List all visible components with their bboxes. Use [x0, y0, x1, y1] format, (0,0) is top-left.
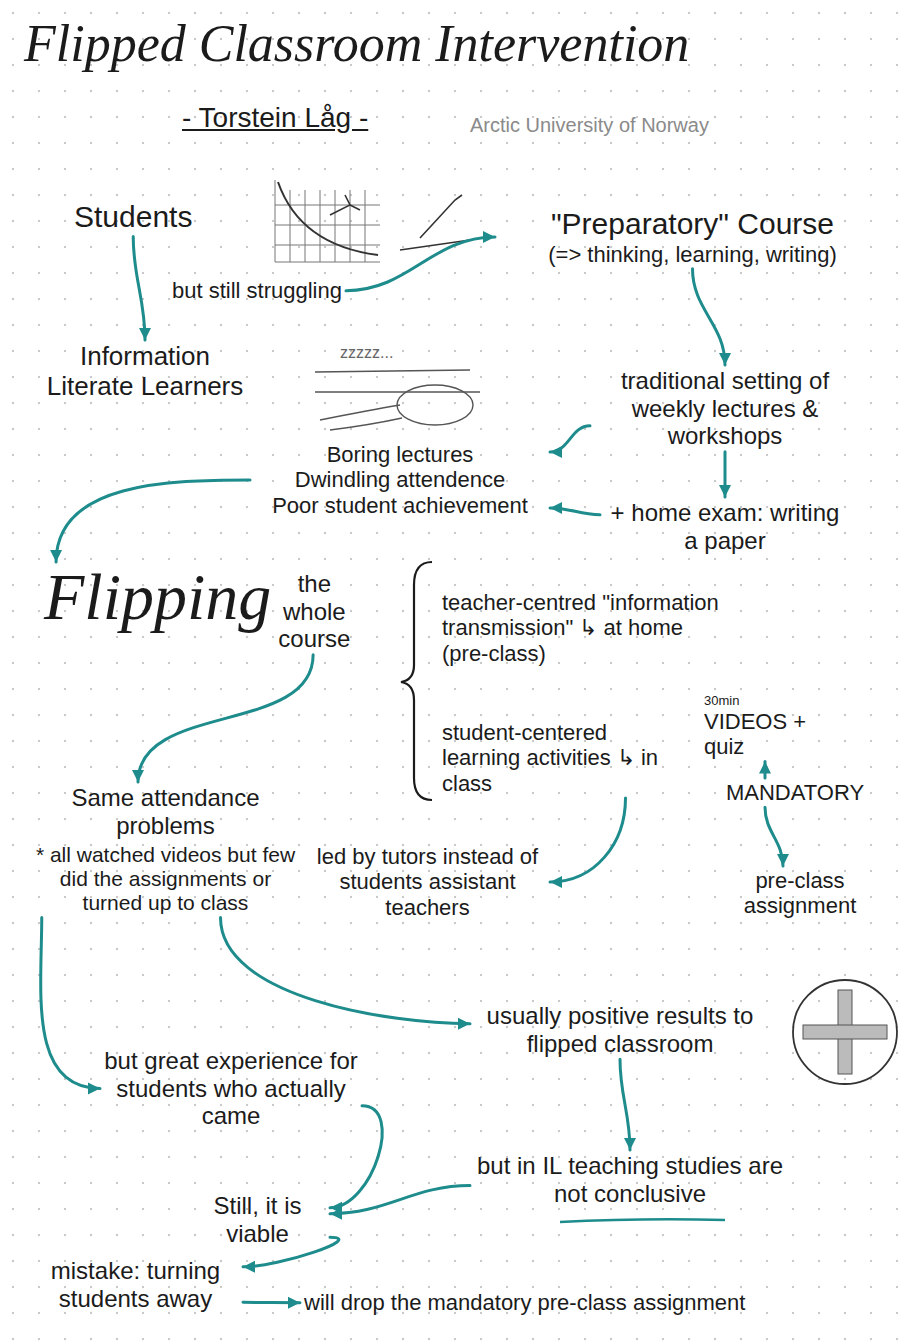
connector-arrow — [346, 231, 495, 291]
node-text: Students — [74, 200, 192, 235]
node-text: pre-class assignment — [719, 868, 881, 919]
text-node: teacher-centred "information transmissio… — [438, 588, 738, 668]
node-text: will drop the mandatory pre-class assign… — [304, 1290, 745, 1315]
note-label: Arctic University of Norway — [470, 114, 709, 137]
connector-arrow — [759, 762, 771, 778]
connector-arrow — [693, 269, 732, 365]
connector-arrow — [620, 1059, 636, 1150]
connector-arrow — [550, 798, 626, 888]
connector-arrow — [330, 1106, 382, 1214]
connector-arrow — [330, 1186, 470, 1220]
connector-arrow — [41, 918, 100, 1095]
connector-arrow — [550, 502, 600, 515]
text-node: but still struggling — [168, 276, 346, 305]
node-text: VIDEOS + quiz — [704, 709, 826, 760]
node-text: + home exam: writing a paper — [604, 499, 846, 554]
connector-arrow — [243, 1297, 300, 1309]
text-node: 30minVIDEOS + quiz — [700, 692, 830, 762]
node-text: traditional setting of weekly lectures &… — [594, 367, 856, 450]
node-text: * all watched videos but few did the ass… — [32, 843, 299, 915]
connector-arrow — [50, 480, 250, 562]
text-node: mistake: turning students away — [28, 1255, 243, 1314]
node-text: Boring lectures — [254, 442, 546, 467]
text-node: usually positive results to flipped clas… — [470, 1000, 770, 1059]
node-text: (=> thinking, learning, writing) — [499, 242, 886, 267]
node-text: 30min — [704, 694, 826, 709]
node-text: but still struggling — [172, 278, 342, 303]
text-node: pre-class assignment — [715, 866, 885, 921]
node-text: Flipping — [44, 564, 271, 630]
connector-arrow — [765, 807, 789, 866]
text-node: led by tutors instead of students assist… — [305, 842, 550, 922]
text-node: Still, it is viable — [185, 1190, 330, 1249]
node-text: mistake: turning students away — [32, 1257, 239, 1312]
text-node: MANDATORY — [720, 778, 870, 807]
connector-arrow — [550, 426, 590, 458]
plus-sketch — [793, 980, 897, 1084]
text-node: but great experience for students who ac… — [100, 1045, 362, 1132]
text-node: + home exam: writing a paper — [600, 497, 850, 556]
connector-arrow — [133, 237, 151, 341]
connector-arrow — [221, 918, 471, 1030]
node-text: Information Literate Learners — [44, 342, 246, 402]
node-text: student-centered learning activities ↳ i… — [442, 720, 684, 796]
text-node: will drop the mandatory pre-class assign… — [300, 1288, 749, 1317]
node-text: but great experience for students who ac… — [104, 1047, 358, 1130]
text-node: "Preparatory" Course(=> thinking, learni… — [495, 205, 890, 269]
text-node: Information Literate Learners — [40, 340, 250, 404]
text-node: Students — [70, 198, 196, 237]
text-node: Boring lecturesDwindling attendencePoor … — [250, 440, 550, 520]
underline-sketch — [560, 1219, 725, 1222]
note-label: - Torstein Låg - — [182, 102, 368, 134]
text-node: Same attendance problems* all watched vi… — [28, 782, 303, 918]
connector-arrow — [719, 452, 731, 497]
node-text: but in IL teaching studies are not concl… — [474, 1152, 786, 1207]
node-text: Same attendance problems — [32, 784, 299, 839]
node-text: MANDATORY — [724, 780, 866, 805]
ski-jump-sketch — [275, 180, 470, 262]
sleeping-sketch — [315, 370, 480, 430]
connector-arrow — [132, 655, 313, 782]
node-text: Poor student achievement — [254, 493, 546, 518]
text-node: student-centered learning activities ↳ i… — [438, 718, 688, 798]
brace — [401, 562, 432, 800]
node-text: led by tutors instead of students assist… — [309, 844, 546, 920]
title-text: Flipped Classroom Intervention — [24, 14, 689, 73]
node-text: usually positive results to flipped clas… — [474, 1002, 766, 1057]
node-text: "Preparatory" Course — [499, 207, 886, 242]
node-text: the whole course — [271, 570, 357, 653]
node-text: Dwindling attendence — [254, 467, 546, 492]
text-node: but in IL teaching studies are not concl… — [470, 1150, 790, 1209]
node-text: teacher-centred "information transmissio… — [442, 590, 734, 666]
node-text: Still, it is viable — [189, 1192, 326, 1247]
note-label: zzzzz... — [340, 344, 393, 362]
text-node: traditional setting of weekly lectures &… — [590, 365, 860, 452]
text-node: Flippingthe whole course — [40, 562, 361, 655]
